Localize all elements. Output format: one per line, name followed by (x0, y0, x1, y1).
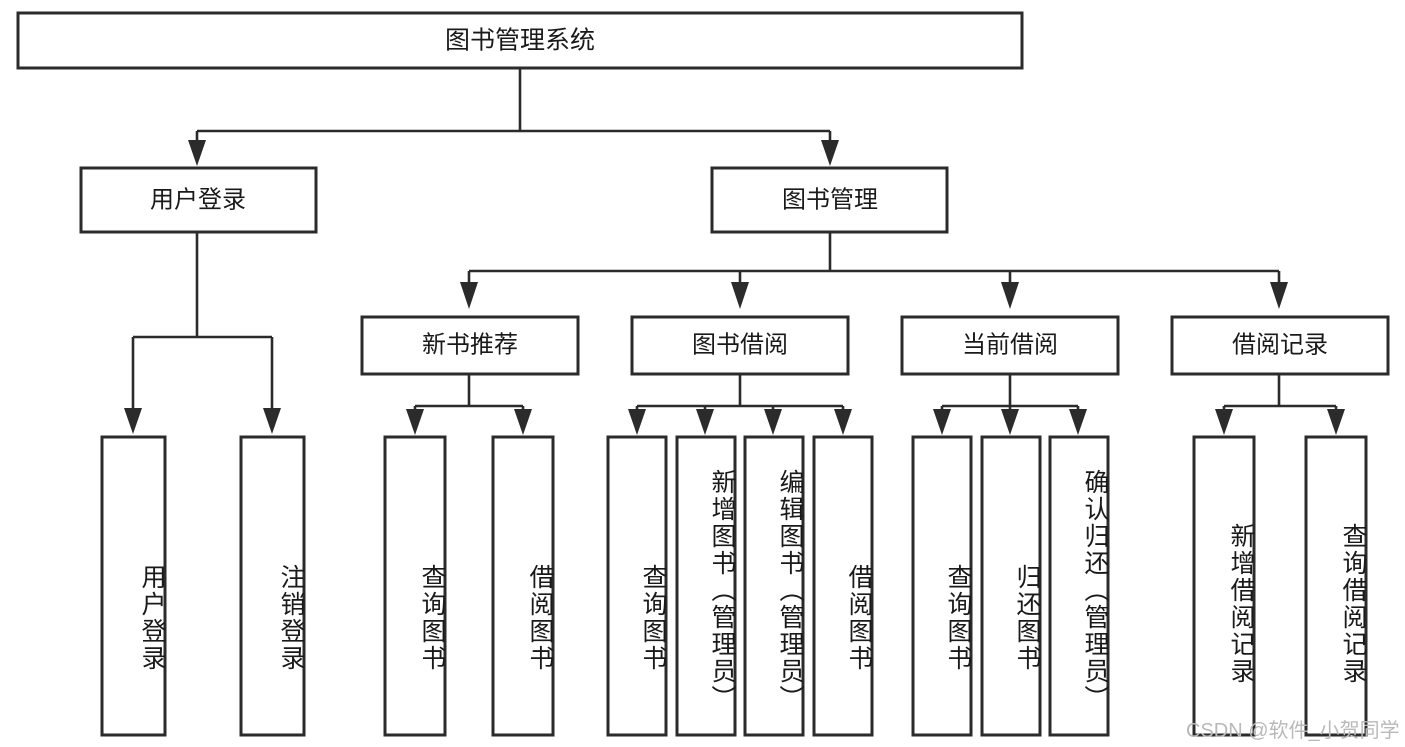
node-book-borrow-box[interactable] (630, 315, 850, 376)
node-book-management-box[interactable] (710, 166, 949, 234)
leaf-box-add-book[interactable] (675, 435, 737, 737)
arrow-head-leaf-user-login (124, 408, 142, 434)
arrow-head-book-borrow (731, 282, 749, 309)
node-book-borrow[interactable]: 图书借阅 (630, 315, 850, 376)
node-user-login[interactable]: 用户登录 (79, 166, 318, 234)
node-borrow-record-label: 借阅记录 (1232, 331, 1328, 358)
arrow-head-leaf-add-book (696, 409, 714, 435)
leaf-box-borrow-book-1[interactable] (491, 435, 555, 737)
arrow-head-leaf-borrow-book-2 (834, 409, 852, 435)
node-book-borrow-label: 图书借阅 (692, 331, 788, 358)
node-current-borrow-label: 当前借阅 (962, 331, 1058, 358)
node-borrow-record[interactable]: 借阅记录 (1170, 315, 1390, 376)
csdn-watermark: CSDN @软件_小贺同学 (1186, 720, 1400, 742)
node-new-book-recommend-label: 新书推荐 (422, 331, 518, 358)
node-root-label: 图书管理系统 (445, 27, 595, 55)
arrow-head-leaf-query-book-2 (628, 409, 646, 435)
leaf-box-user-login[interactable] (100, 435, 167, 737)
leaf-box-edit-book[interactable] (743, 435, 805, 737)
node-book-management[interactable]: 图书管理 (710, 166, 949, 234)
node-current-borrow[interactable]: 当前借阅 (900, 315, 1120, 376)
leaf-box-query-book-2[interactable] (606, 435, 668, 737)
leaf-box-borrow-book-2[interactable] (812, 435, 874, 737)
leaf-box-user-logout[interactable] (239, 435, 306, 737)
node-user-login-label: 用户登录 (150, 186, 246, 213)
leaf-box-query-record[interactable] (1304, 435, 1368, 737)
connector-layer (124, 68, 1345, 435)
leaf-box-confirm-return[interactable] (1048, 435, 1110, 737)
node-root-box[interactable] (16, 11, 1024, 70)
arrow-head-leaf-confirm-return (1069, 409, 1087, 435)
arrow-head-leaf-user-logout (263, 408, 281, 434)
arrow-head-leaf-edit-book (764, 409, 782, 435)
node-root[interactable]: 图书管理系统 (16, 11, 1024, 70)
arrow-head-leaf-query-book-1 (406, 409, 424, 435)
node-user-login-box[interactable] (79, 166, 318, 234)
node-borrow-record-box[interactable] (1170, 315, 1390, 376)
node-current-borrow-box[interactable] (900, 315, 1120, 376)
arrow-head-book-management (821, 140, 839, 166)
leaf-box-query-book-3[interactable] (911, 435, 973, 737)
arrow-head-leaf-add-record (1215, 409, 1233, 435)
node-book-management-label: 图书管理 (782, 186, 878, 213)
arrow-head-leaf-return-book (1001, 409, 1019, 435)
arrow-head-leaf-borrow-book-1 (514, 409, 532, 435)
node-new-book-recommend[interactable]: 新书推荐 (360, 315, 580, 376)
arrow-head-new-book-recommend (460, 282, 478, 309)
leaf-box-query-book-1[interactable] (383, 435, 447, 737)
leaf-box-return-book[interactable] (980, 435, 1042, 737)
node-new-book-recommend-box[interactable] (360, 315, 580, 376)
arrow-head-user-login (188, 140, 206, 166)
arrow-head-current-borrow (1001, 282, 1019, 309)
arrow-head-leaf-query-record (1327, 409, 1345, 435)
leaf-box-add-record[interactable] (1192, 435, 1256, 737)
arrow-head-leaf-query-book-3 (933, 409, 951, 435)
arrow-head-borrow-record (1270, 282, 1288, 309)
